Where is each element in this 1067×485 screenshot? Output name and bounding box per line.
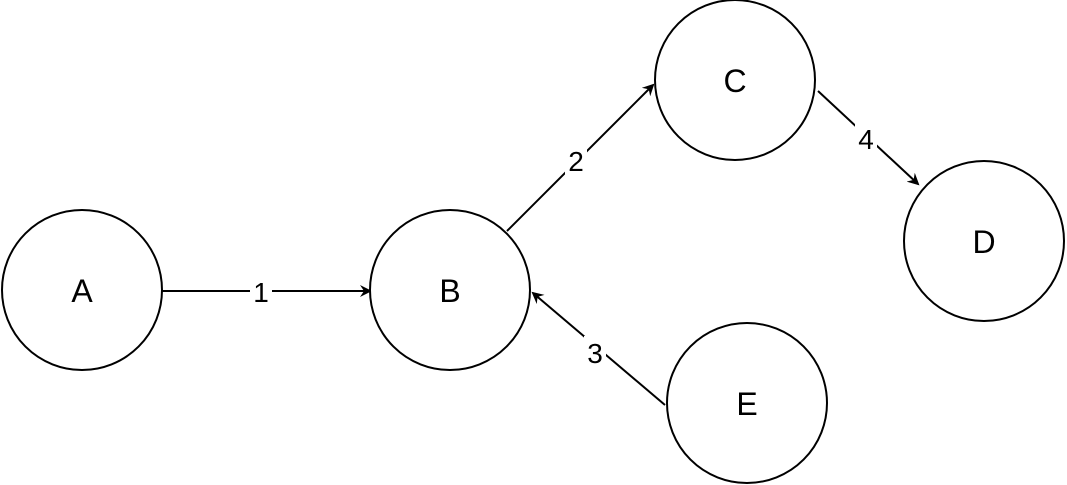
node-e: E xyxy=(666,322,828,484)
node-a: A xyxy=(1,209,163,371)
node-d-circle xyxy=(903,160,1065,322)
node-d: D xyxy=(903,160,1065,322)
edge-c-to-d-label: 4 xyxy=(858,124,874,155)
edge-b-to-c-label-bg xyxy=(565,144,587,176)
edge-a-to-b-label-bg xyxy=(250,275,272,307)
edge-e-to-b-label-bg xyxy=(584,336,606,368)
node-c-label: C xyxy=(723,63,746,99)
node-c: C xyxy=(654,0,816,161)
node-c-circle xyxy=(654,0,816,161)
edge-b-to-c: 2 xyxy=(506,83,655,232)
node-a-circle xyxy=(1,209,163,371)
node-b-circle xyxy=(369,209,531,371)
edge-c-to-d: 4 xyxy=(817,90,920,186)
edge-e-to-b: 3 xyxy=(531,291,666,406)
node-a-label: A xyxy=(71,273,93,309)
edge-a-to-b: 1 xyxy=(162,275,372,308)
node-b: B xyxy=(369,209,531,371)
node-b-label: B xyxy=(439,273,460,309)
node-e-circle xyxy=(666,322,828,484)
edge-a-to-b-label: 1 xyxy=(253,277,269,308)
edge-c-to-d-label-bg xyxy=(855,122,877,154)
node-e-label: E xyxy=(736,386,757,422)
edge-e-to-b-label: 3 xyxy=(587,338,603,369)
node-d-label: D xyxy=(972,224,995,260)
edge-b-to-c-label: 2 xyxy=(568,146,584,177)
